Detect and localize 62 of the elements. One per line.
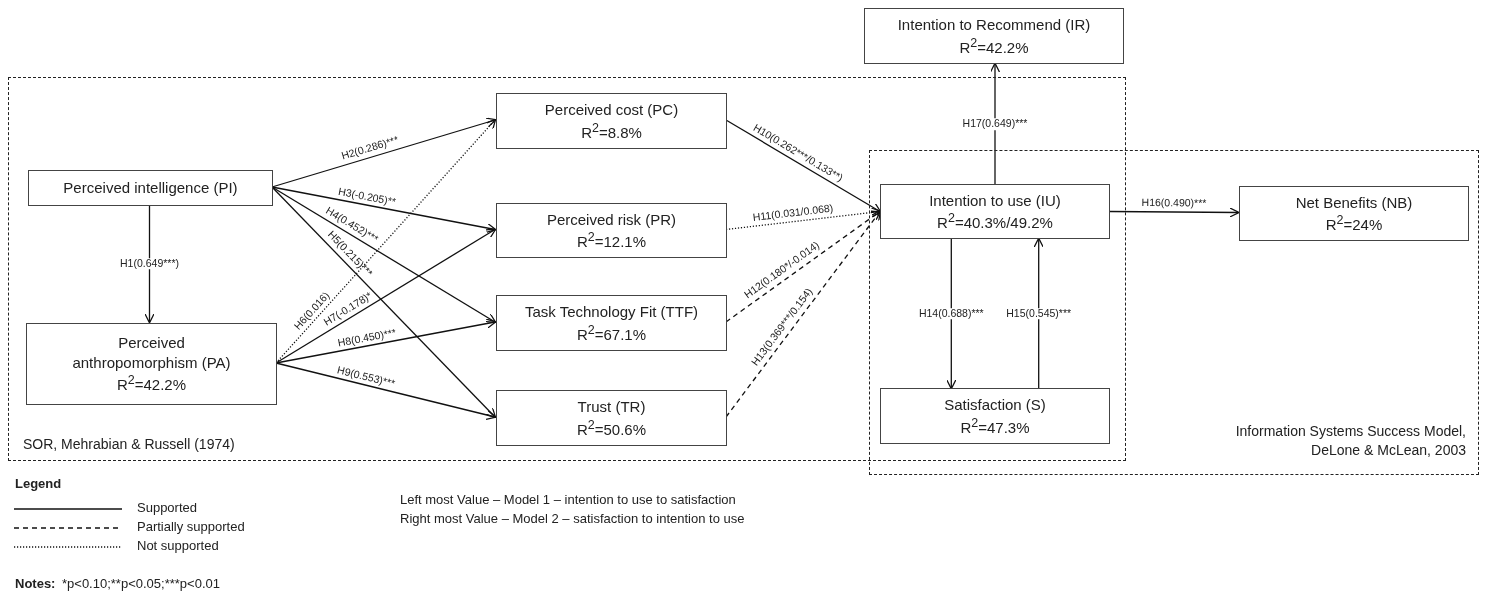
edge-label: H14(0.688)*** — [917, 307, 985, 320]
significance-note: *p<0.10;**p<0.05;***p<0.01 — [62, 576, 220, 591]
arrow — [275, 362, 497, 421]
construct-box — [28, 170, 273, 206]
legend-label: Supported — [137, 500, 197, 515]
construct-name: Perceived anthropomorphism (PA) — [71, 333, 232, 373]
arrow — [144, 204, 155, 324]
arrow — [275, 118, 497, 364]
arrow — [271, 186, 497, 324]
legend-title: Legend — [15, 476, 62, 491]
note-text: Left most Value – Model 1 – intention to use to satisfaction — [400, 492, 736, 507]
arrow — [1109, 207, 1240, 218]
edge-label: H16(0.490)*** — [1140, 196, 1208, 210]
r-squared-value: R$^{2}$=12.1% — [576, 229, 647, 252]
r-squared-value: R$^{2}$=40.3%/49.2% — [937, 210, 1053, 233]
r-squared-value: R$^{2}$=50.6% — [576, 416, 647, 439]
edge-label: H17(0.649)*** — [961, 118, 1029, 130]
model-source-label: SOR, Mehrabian & Russell (1974) — [23, 435, 235, 454]
construct-name: Perceived cost (PC) — [544, 100, 679, 120]
arrow — [271, 117, 497, 188]
arrow — [1033, 237, 1044, 389]
construct-name: Satisfaction (S) — [944, 395, 1046, 415]
arrow — [275, 228, 497, 364]
construct-box — [496, 295, 727, 351]
construct-box — [26, 323, 277, 405]
arrow — [725, 210, 882, 323]
arrow — [989, 62, 1001, 185]
notes-heading: Notes: — [15, 576, 56, 591]
arrow — [271, 186, 497, 419]
edge-label: H11(0.031/0.068) — [750, 202, 835, 224]
construct-box — [496, 203, 727, 258]
edge-label: H1(0.649***) — [119, 257, 180, 270]
arrow — [275, 318, 497, 364]
arrow — [725, 119, 882, 213]
construct-box — [880, 184, 1110, 239]
construct-name: Intention to Recommend (IR) — [897, 15, 1091, 35]
model-boundary — [8, 77, 1126, 461]
edge-label: H15(0.545)*** — [1005, 307, 1073, 320]
construct-box — [496, 93, 727, 149]
arrow — [725, 210, 882, 418]
construct-box — [1239, 186, 1469, 241]
arrow — [946, 238, 957, 390]
construct-name: Perceived risk (PR) — [546, 209, 677, 229]
r-squared-value: R$^{2}$=42.2% — [116, 372, 187, 395]
construct-box — [496, 390, 727, 446]
r-squared-value: R$^{2}$=24% — [1325, 212, 1383, 235]
construct-name: Task Technology Fit (TTF) — [524, 302, 699, 322]
r-squared-value: R$^{2}$=8.8% — [581, 119, 642, 142]
construct-name: Trust (TR) — [577, 397, 646, 417]
arrow — [271, 186, 497, 234]
construct-name: Perceived intelligence (PI) — [63, 178, 238, 198]
construct-box — [880, 388, 1110, 444]
construct-name: Net Benefits (NB) — [1295, 192, 1413, 212]
legend-label: Partially supported — [137, 519, 245, 534]
r-squared-value: R$^{2}$=47.3% — [960, 414, 1030, 437]
model-source-label: Information Systems Success Model, DeLone & McLean, 2003 — [1234, 422, 1466, 460]
r-squared-value: R$^{2}$=42.2% — [959, 34, 1029, 57]
legend-label: Not supported — [137, 538, 219, 553]
construct-name: Intention to use (IU) — [929, 190, 1061, 210]
note-text: Right most Value – Model 2 – satisfaction to intention to use — [400, 511, 745, 526]
r-squared-value: R$^{2}$=67.1% — [576, 321, 647, 344]
construct-box — [864, 8, 1124, 64]
